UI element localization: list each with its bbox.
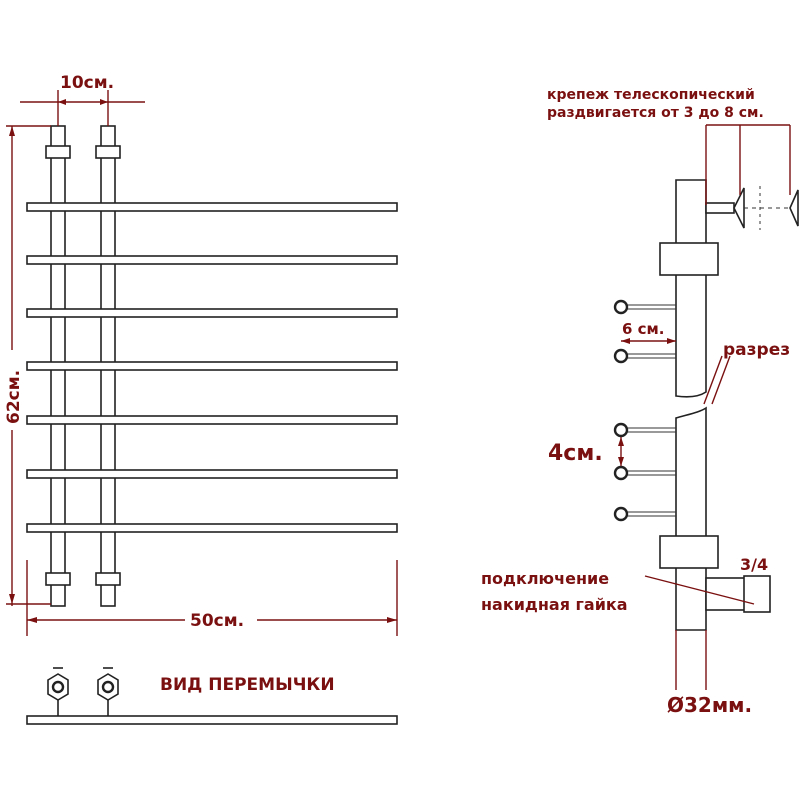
height-label: 62см. [4,370,24,424]
width-label: 50см. [190,611,244,631]
section-label-group: разрез [703,340,790,405]
top-clamp [659,242,719,276]
left-top-nut [45,145,71,159]
left-jumper-fitting [47,667,69,716]
bar-6 [26,469,398,479]
side-bar-ends-upper: 6 см. [613,299,676,364]
left-bottom-nut [45,572,71,586]
jumper-bar [26,715,398,725]
bar-end-1 [613,299,629,315]
mount-note-line1: крепеж телескопический [547,87,755,103]
pipe-diameter-label: Ø32мм. [667,693,752,717]
telescopic-mount [705,124,799,230]
pipe-lower [675,406,707,631]
right-bottom-nut [95,572,121,586]
connection-fitting: 3/4 подключение накидная гайка [481,555,771,614]
right-top-nut [95,145,121,159]
bar-end-3 [613,422,629,438]
section-label: разрез [723,340,790,360]
bar-end-5 [613,506,629,522]
width-dimension: 50см. [26,560,398,636]
connection-line1: подключение [481,569,609,588]
bar-7 [26,523,398,533]
side-view: крепеж телескопический раздвигается от 3… [481,87,799,717]
jumper-view-title: ВИД ПЕРЕМЫЧКИ [160,675,335,695]
upright-spacing-label: 10см. [60,73,114,93]
bar-3 [26,308,398,318]
bottom-clamp [659,535,719,569]
bar-spacing-label: 4см. [548,441,603,466]
jumper-view: ВИД ПЕРЕМЫЧКИ [26,667,398,725]
front-view: 10см. 62см. 50см. [2,73,398,636]
connection-line2: накидная гайка [481,595,628,614]
horizontal-bars [26,202,398,533]
right-jumper-fitting [97,667,119,716]
bar-2 [26,255,398,265]
bar-4 [26,361,398,371]
bar-offset-label: 6 см. [622,320,665,338]
side-bar-ends-lower: 4см. [548,422,676,522]
bar-end-2 [613,348,629,364]
bar-1 [26,202,398,212]
bar-end-4 [613,465,629,481]
pipe-upper [675,179,707,398]
diameter-dimension: Ø32мм. [667,630,752,717]
bar-5 [26,415,398,425]
upright-spacing-dimension: 10см. [20,73,145,126]
mount-note-line2: раздвигается от 3 до 8 см. [547,105,764,121]
thread-size-label: 3/4 [740,555,768,574]
height-dimension: 62см. [2,125,51,606]
